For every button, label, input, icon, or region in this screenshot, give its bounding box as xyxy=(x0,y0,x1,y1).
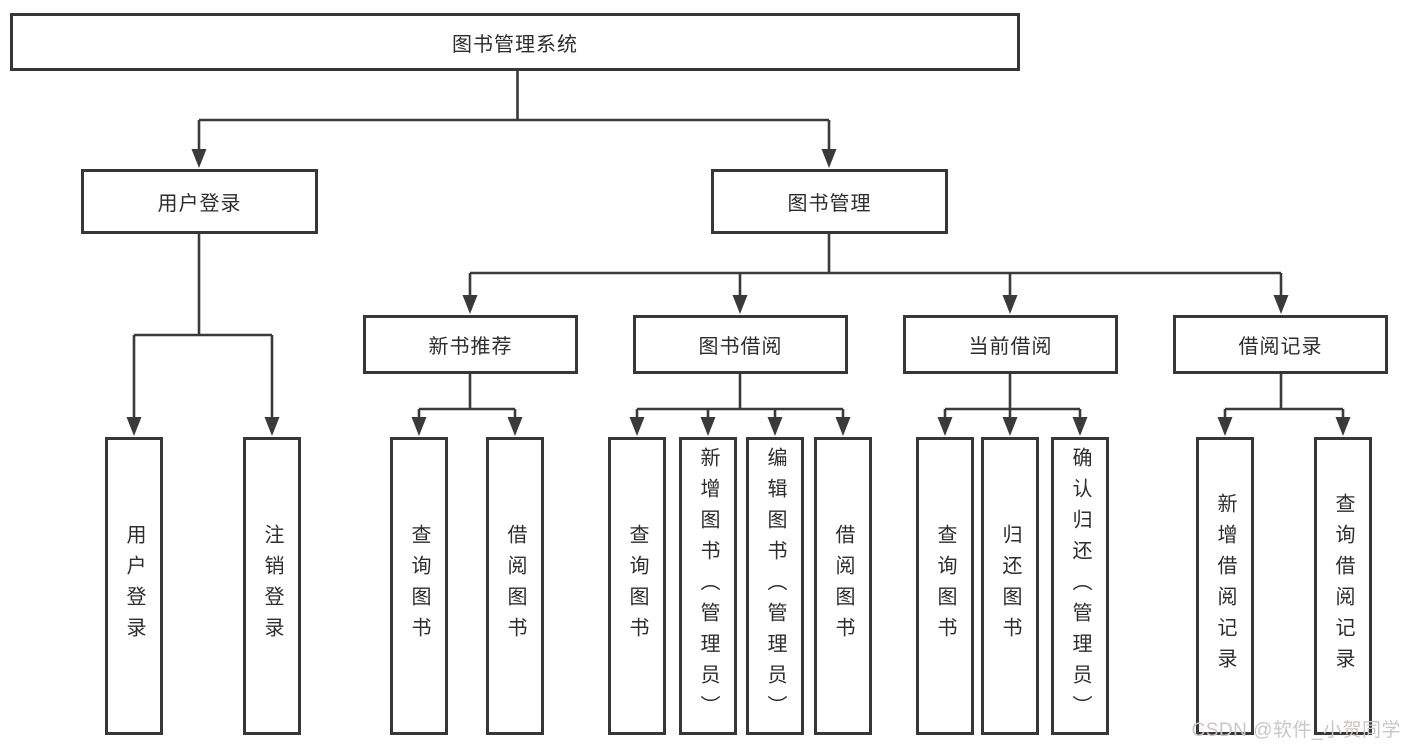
node-user-login: 用户登录 xyxy=(81,169,318,234)
leaf-borrow-edit-book-admin: 编辑图书（管理员） xyxy=(746,437,804,735)
leaf-record-add-record-label: 新增借阅记录 xyxy=(1214,493,1236,679)
node-user-login-label: 用户登录 xyxy=(157,193,242,215)
node-new-book-recommend-label: 新书推荐 xyxy=(428,336,513,358)
leaf-logout: 注销登录 xyxy=(243,437,301,735)
node-book-management-label: 图书管理 xyxy=(787,193,872,215)
leaf-borrow-add-book-admin-label: 新增图书（管理员） xyxy=(697,446,719,726)
node-book-management: 图书管理 xyxy=(711,169,948,234)
leaf-user-login-label: 用户登录 xyxy=(123,524,145,648)
csdn-watermark: CSDN @软件_小贺同学 xyxy=(1191,720,1401,741)
leaf-current-confirm-return-admin: 确认归还（管理员） xyxy=(1051,437,1109,735)
leaf-current-return-book: 归还图书 xyxy=(981,437,1039,735)
leaf-newrec-query-book-label: 查询图书 xyxy=(408,524,430,648)
leaf-borrow-borrow-book-label: 借阅图书 xyxy=(832,524,854,648)
leaf-borrow-query-book-label: 查询图书 xyxy=(626,524,648,648)
leaf-current-query-book-label: 查询图书 xyxy=(934,524,956,648)
leaf-newrec-borrow-book: 借阅图书 xyxy=(486,437,544,735)
leaf-borrow-add-book-admin: 新增图书（管理员） xyxy=(679,437,737,735)
leaf-user-login: 用户登录 xyxy=(105,437,163,735)
leaf-current-confirm-return-admin-label: 确认归还（管理员） xyxy=(1069,446,1091,726)
node-book-borrow: 图书借阅 xyxy=(633,315,848,374)
node-borrow-record-label: 借阅记录 xyxy=(1238,336,1323,358)
leaf-record-query-record-label: 查询借阅记录 xyxy=(1332,493,1354,679)
leaf-record-add-record: 新增借阅记录 xyxy=(1196,437,1254,735)
node-book-borrow-label: 图书借阅 xyxy=(698,336,783,358)
leaf-logout-label: 注销登录 xyxy=(261,524,283,648)
leaf-record-query-record: 查询借阅记录 xyxy=(1314,437,1372,735)
leaf-borrow-query-book: 查询图书 xyxy=(608,437,666,735)
leaf-newrec-query-book: 查询图书 xyxy=(390,437,448,735)
node-root-system: 图书管理系统 xyxy=(10,13,1020,71)
node-root-label: 图书管理系统 xyxy=(452,33,578,56)
leaf-borrow-borrow-book: 借阅图书 xyxy=(814,437,872,735)
leaf-current-return-book-label: 归还图书 xyxy=(999,524,1021,648)
node-current-borrow-label: 当前借阅 xyxy=(968,336,1053,358)
arrowheads xyxy=(126,149,1351,436)
leaf-borrow-edit-book-admin-label: 编辑图书（管理员） xyxy=(764,446,786,726)
node-current-borrow: 当前借阅 xyxy=(903,315,1118,374)
leaf-current-query-book: 查询图书 xyxy=(916,437,974,735)
leaf-newrec-borrow-book-label: 借阅图书 xyxy=(504,524,526,648)
node-borrow-record: 借阅记录 xyxy=(1173,315,1388,374)
node-new-book-recommend: 新书推荐 xyxy=(363,315,578,374)
